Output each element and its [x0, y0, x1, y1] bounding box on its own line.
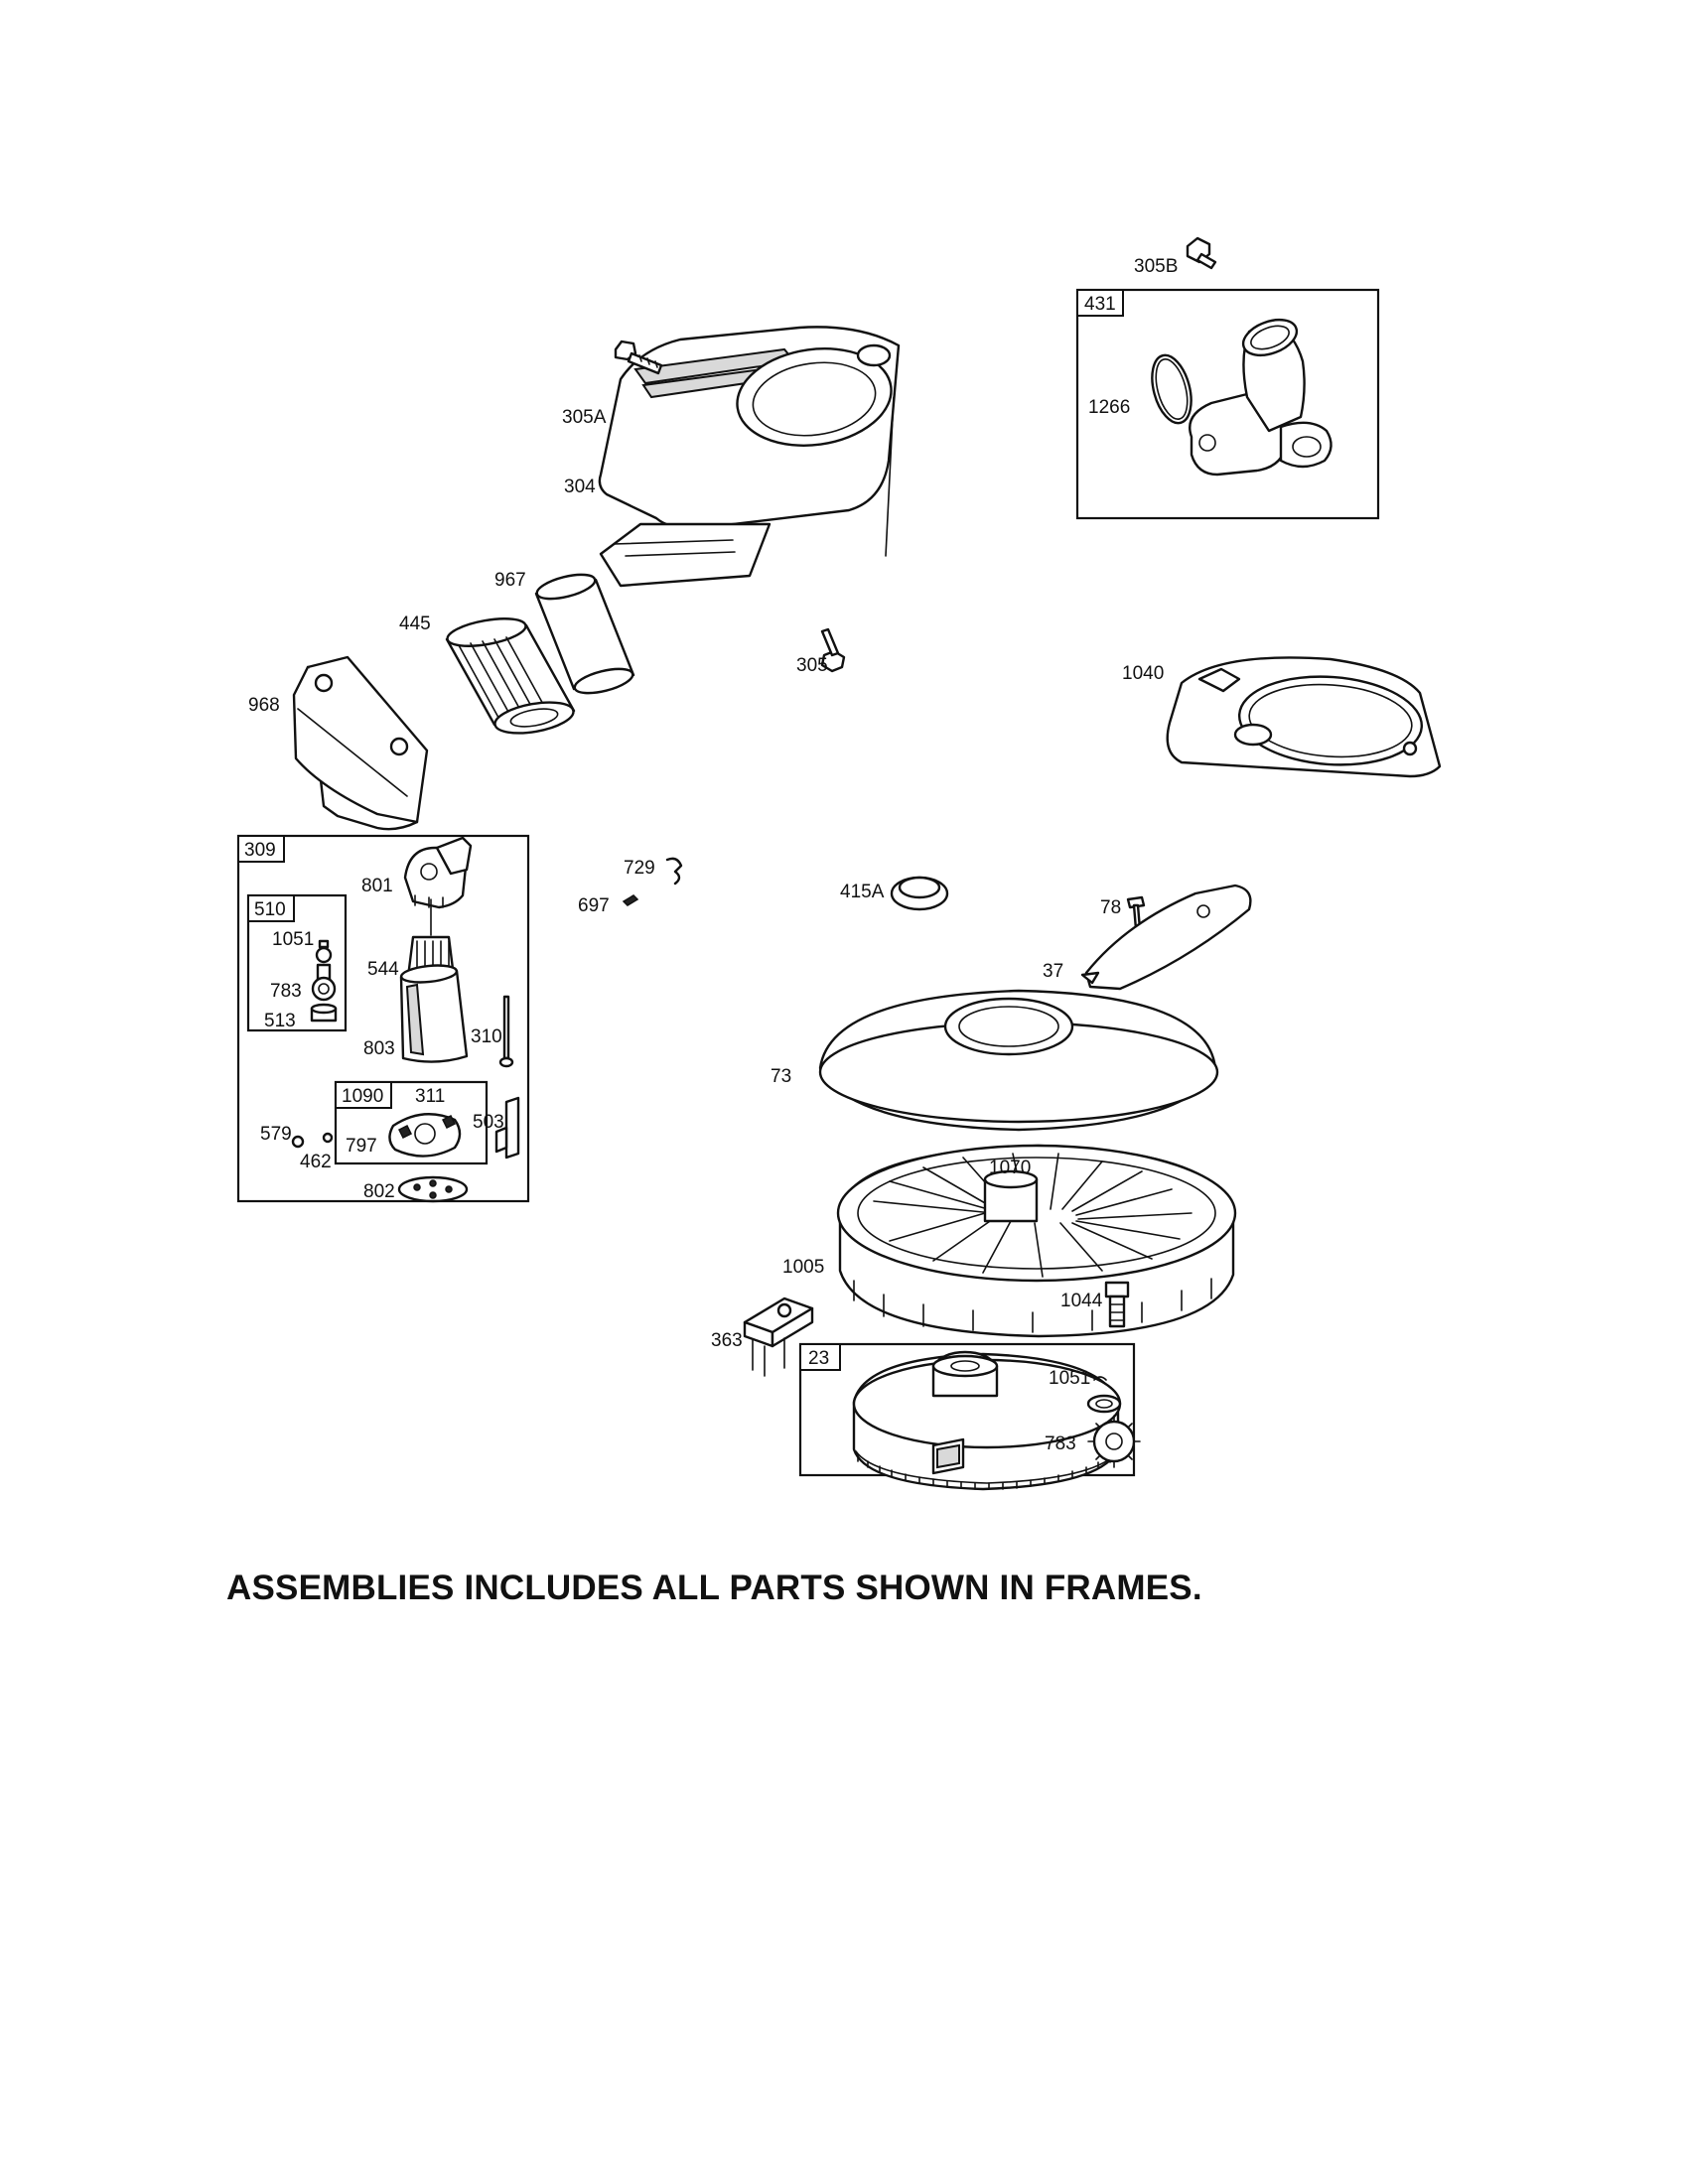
label-1040: 1040 — [1122, 663, 1164, 684]
label-445: 445 — [399, 614, 431, 634]
label-513: 513 — [264, 1011, 296, 1031]
starter-housing-803-part — [399, 964, 469, 1063]
label-431: 431 — [1084, 294, 1116, 315]
label-967: 967 — [494, 570, 526, 591]
label-697: 697 — [578, 895, 610, 916]
cup-1051-part — [1086, 1376, 1122, 1414]
label-544: 544 — [367, 959, 399, 980]
armature-363-part — [743, 1297, 814, 1377]
label-73: 73 — [771, 1066, 791, 1087]
assembly-note: ASSEMBLIES INCLUDES ALL PARTS SHOWN IN F… — [226, 1569, 1202, 1607]
label-305b: 305B — [1134, 256, 1178, 277]
label-503: 503 — [473, 1112, 504, 1133]
label-802: 802 — [363, 1181, 395, 1202]
frame-1090 — [334, 1080, 489, 1165]
o-ring-1266-part — [1151, 353, 1193, 425]
plug-415a-part — [890, 876, 949, 911]
label-1051b: 1051 — [1049, 1368, 1090, 1389]
screw-697-part — [622, 894, 639, 906]
label-305a: 305A — [562, 407, 607, 428]
label-305: 305 — [796, 655, 828, 676]
part-labels: 305B 431 1266 305A 304 967 445 305 1040 … — [244, 256, 1178, 1454]
label-729: 729 — [624, 858, 655, 879]
label-510: 510 — [254, 899, 286, 920]
label-462: 462 — [300, 1152, 332, 1172]
label-37: 37 — [1043, 961, 1063, 982]
label-309: 309 — [244, 840, 276, 861]
label-1044: 1044 — [1060, 1291, 1103, 1311]
spring-729-part — [665, 857, 683, 886]
label-23: 23 — [808, 1348, 829, 1369]
label-363: 363 — [711, 1330, 743, 1351]
label-803: 803 — [363, 1038, 395, 1059]
rotating-screen-73-part — [818, 989, 1219, 1132]
filter-cover-968-part — [292, 655, 429, 831]
label-1070: 1070 — [989, 1158, 1031, 1178]
bolt-305-part — [820, 627, 846, 673]
gear-783-part — [1087, 1415, 1141, 1468]
bolt-1044-part — [1104, 1281, 1130, 1328]
label-783: 783 — [270, 981, 302, 1002]
frame-309 — [236, 834, 530, 1203]
label-415a: 415A — [840, 882, 885, 902]
pinion-510-parts — [310, 939, 338, 1023]
washer-802-part — [397, 1175, 469, 1203]
shield-37-part — [1080, 884, 1252, 991]
intake-elbow-part — [1189, 318, 1333, 477]
label-1090: 1090 — [342, 1086, 383, 1107]
label-304: 304 — [564, 477, 596, 497]
label-1051: 1051 — [272, 929, 314, 950]
bracket-503-part — [494, 1096, 520, 1160]
baffle-1040-part — [1166, 656, 1442, 778]
label-797: 797 — [346, 1136, 377, 1157]
label-311: 311 — [415, 1086, 445, 1107]
end-cap-801-part — [403, 836, 473, 909]
label-1005: 1005 — [782, 1257, 824, 1278]
label-801: 801 — [361, 876, 393, 896]
label-579: 579 — [260, 1124, 292, 1145]
label-310: 310 — [471, 1026, 502, 1047]
bolt-305b-part — [1186, 236, 1217, 270]
flywheel-23-part — [852, 1350, 1122, 1491]
brush-assembly-797-part — [388, 1113, 462, 1158]
label-78: 78 — [1100, 897, 1121, 918]
frame-431 — [1075, 288, 1380, 520]
pre-cleaner-967-part — [534, 573, 635, 695]
label-968: 968 — [248, 695, 280, 716]
nut-579-part — [291, 1132, 334, 1149]
label-1266: 1266 — [1088, 397, 1130, 418]
frame-510 — [246, 893, 348, 1032]
bolt-305a-part — [614, 340, 663, 375]
thru-bolt-310-part — [498, 995, 514, 1068]
blower-housing-304-part — [598, 326, 901, 588]
fan-1005-part — [836, 1144, 1237, 1338]
label-783b: 783 — [1045, 1433, 1076, 1454]
air-filter-445-part — [445, 617, 576, 735]
